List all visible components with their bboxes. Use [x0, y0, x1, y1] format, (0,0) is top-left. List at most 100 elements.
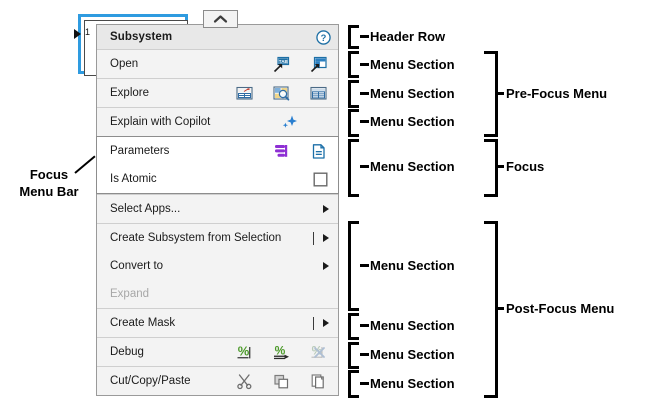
- annotation-menu-section-6: Menu Section: [370, 318, 455, 333]
- open-in-new-window-icon[interactable]: [310, 56, 327, 73]
- menu-item-label: Create Mask: [110, 317, 176, 329]
- annotation-menu-section-4: Menu Section: [370, 159, 455, 174]
- menu-item-debug[interactable]: Debug % %: [97, 338, 338, 366]
- menu-item-parameters[interactable]: Parameters: [97, 137, 338, 165]
- chevron-right-icon: [323, 205, 329, 213]
- bracket-tick: [360, 92, 369, 95]
- unchecked-checkbox-icon[interactable]: [312, 171, 329, 188]
- annotation-menu-section-8: Menu Section: [370, 376, 455, 391]
- annotation-pre-focus-menu: Pre-Focus Menu: [506, 86, 608, 101]
- menu-item-label: Expand: [110, 288, 150, 300]
- subsystem-context-menu: Subsystem ? Open TAB: [96, 24, 339, 396]
- submenu-group[interactable]: [313, 231, 329, 245]
- bracket-tick: [495, 165, 504, 168]
- submenu-group[interactable]: [321, 262, 329, 270]
- annotation-menu-section-7: Menu Section: [370, 347, 455, 362]
- menu-item-is-atomic[interactable]: Is Atomic: [97, 165, 338, 193]
- menu-section-create-convert: Create Subsystem from Selection Convert …: [97, 223, 338, 308]
- menu-section-explore: Explore: [97, 78, 338, 107]
- menu-item-explore[interactable]: Explore: [97, 79, 338, 107]
- bracket-focus: [484, 139, 498, 197]
- svg-text:?: ?: [321, 32, 327, 42]
- bracket-menu-section-8: [348, 370, 362, 398]
- bracket-menu-section-6: [348, 313, 362, 340]
- bracket-tick: [360, 324, 369, 327]
- annotation-menu-section-5: Menu Section: [370, 258, 455, 273]
- annotation-header-row: Header Row: [370, 29, 446, 44]
- clear-breakpoints-icon-disabled: %: [310, 344, 327, 361]
- chevron-right-icon: [323, 234, 329, 242]
- bracket-tick: [360, 120, 369, 123]
- annotation-menu-section-2: Menu Section: [370, 86, 455, 101]
- bracket-tick: [360, 35, 369, 38]
- block-input-port-arrow-icon: [74, 29, 81, 39]
- menu-item-label: Cut/Copy/Paste: [110, 375, 191, 387]
- menu-section-clipboard: Cut/Copy/Paste: [97, 366, 338, 395]
- block-port-number: 1: [85, 27, 91, 37]
- properties-document-icon[interactable]: [310, 143, 327, 160]
- menu-section-open: Open TAB: [97, 50, 338, 78]
- menu-item-label: Is Atomic: [110, 173, 157, 185]
- chevron-right-icon: [323, 262, 329, 270]
- paste-icon[interactable]: [310, 373, 327, 390]
- submenu-separator-icon: [313, 316, 314, 330]
- bracket-menu-section-5: [348, 221, 362, 311]
- annotation-post-focus-menu: Post-Focus Menu: [506, 301, 615, 316]
- submenu-separator-icon: [313, 231, 314, 245]
- bracket-menu-section-1: [348, 51, 362, 78]
- cut-scissors-icon[interactable]: [236, 373, 253, 390]
- block-parameters-icon[interactable]: [273, 143, 290, 160]
- bracket-tick: [495, 92, 504, 95]
- menu-header-row: Subsystem ?: [97, 25, 338, 50]
- set-breakpoint-icon[interactable]: %: [236, 344, 253, 361]
- bracket-tick: [360, 264, 369, 267]
- menu-item-label: Parameters: [110, 145, 170, 157]
- menu-item-select-apps[interactable]: Select Apps...: [97, 195, 338, 223]
- submenu-group[interactable]: [321, 205, 329, 213]
- annotation-focus-menu-bar-line2: Menu Bar: [19, 184, 79, 199]
- bracket-header-row: [348, 25, 362, 49]
- menu-section-apps: Select Apps...: [97, 194, 338, 223]
- annotation-focus: Focus: [506, 159, 545, 174]
- annotation-focus-menu-bar: Focus Menu Bar: [6, 166, 92, 200]
- menu-section-mask: Create Mask: [97, 308, 338, 337]
- bracket-tick: [360, 382, 369, 385]
- menu-section-focus: Parameters: [96, 136, 339, 194]
- menu-item-cut-copy-paste[interactable]: Cut/Copy/Paste: [97, 367, 338, 395]
- menu-item-explain-with-copilot[interactable]: Explain with Copilot: [97, 108, 338, 136]
- collapse-menu-button[interactable]: [203, 10, 238, 28]
- menu-item-label: Explain with Copilot: [110, 116, 211, 128]
- help-circle-icon[interactable]: ?: [316, 29, 331, 45]
- menu-item-open[interactable]: Open TAB: [97, 50, 338, 78]
- bracket-tick: [360, 353, 369, 356]
- svg-text:TAB: TAB: [279, 59, 289, 64]
- bracket-menu-section-7: [348, 342, 362, 369]
- menu-item-create-subsystem-from-selection[interactable]: Create Subsystem from Selection: [97, 224, 338, 252]
- open-in-new-tab-icon[interactable]: TAB: [273, 56, 290, 73]
- annotation-menu-section-1: Menu Section: [370, 57, 455, 72]
- bracket-tick: [360, 165, 369, 168]
- model-browser-icon[interactable]: [273, 85, 290, 102]
- chevron-right-icon: [323, 319, 329, 327]
- model-explorer-icon[interactable]: [236, 85, 253, 102]
- menu-item-label: Select Apps...: [110, 203, 181, 215]
- step-over-icon[interactable]: %: [273, 344, 290, 361]
- menu-item-expand: Expand: [97, 280, 338, 308]
- menu-section-copilot: Explain with Copilot: [97, 107, 338, 136]
- svg-text:%: %: [275, 344, 286, 358]
- copilot-sparkle-icon[interactable]: [281, 114, 298, 131]
- menu-item-label: Open: [110, 58, 139, 70]
- block-data-icon[interactable]: [310, 85, 327, 102]
- menu-item-create-mask[interactable]: Create Mask: [97, 309, 338, 337]
- menu-item-label: Create Subsystem from Selection: [110, 232, 282, 244]
- bracket-menu-section-2: [348, 80, 362, 108]
- menu-item-label: Debug: [110, 346, 144, 358]
- menu-item-label: Convert to: [110, 260, 164, 272]
- chevron-up-icon: [213, 14, 228, 24]
- menu-section-debug: Debug % %: [97, 337, 338, 366]
- annotation-focus-menu-bar-line1: Focus: [29, 167, 69, 182]
- menu-item-convert-to[interactable]: Convert to: [97, 252, 338, 280]
- copy-icon[interactable]: [273, 373, 290, 390]
- bracket-tick: [495, 307, 504, 310]
- submenu-group[interactable]: [313, 316, 329, 330]
